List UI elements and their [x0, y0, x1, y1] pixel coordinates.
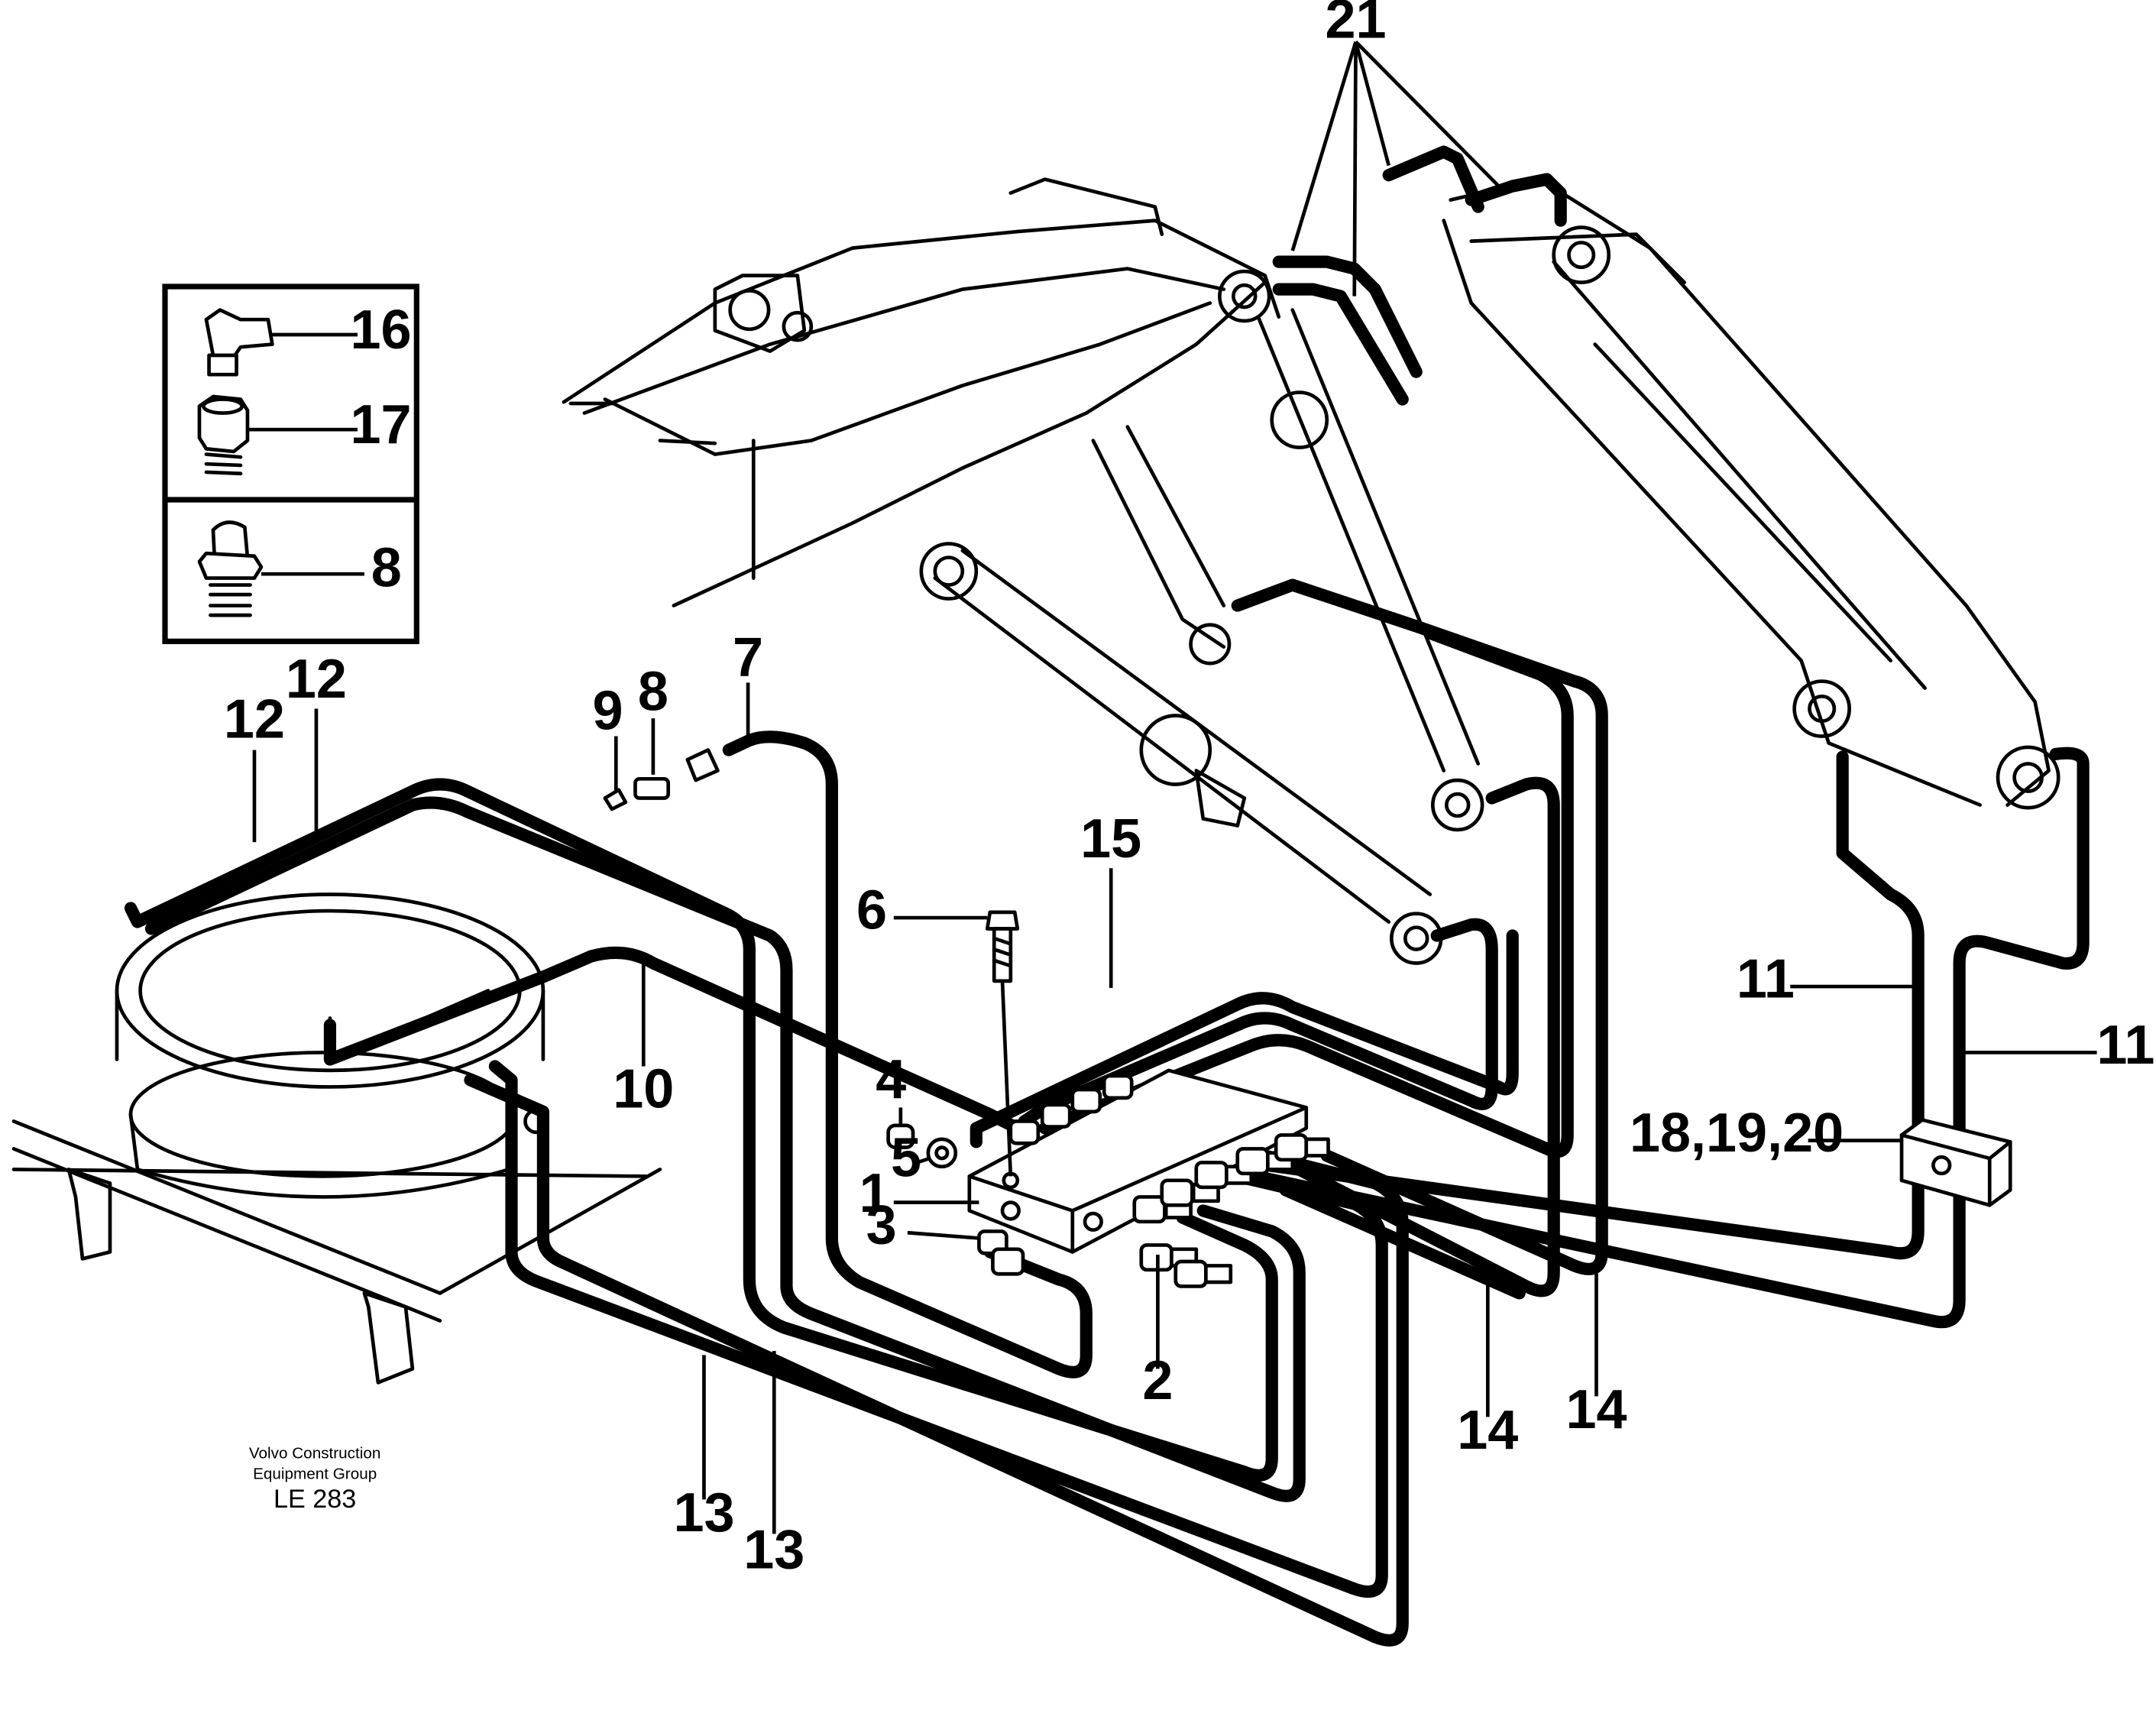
chassis-frame — [11, 1119, 662, 1385]
callout-13-left: 13 — [673, 1482, 734, 1543]
callout-11-left: 11 — [1737, 948, 1795, 1009]
leader-lines — [247, 40, 2097, 1534]
callout-5: 5 — [891, 1127, 921, 1188]
callout-8-inset: 8 — [371, 537, 402, 598]
callout-21: 21 — [1326, 0, 1387, 50]
distribution-block — [967, 1068, 1309, 1254]
callout-10: 10 — [613, 1058, 674, 1119]
mounting-bracket — [1899, 1118, 2012, 1207]
fitting-top-row — [1008, 1074, 1134, 1145]
fitting-3 — [977, 1229, 1025, 1276]
fitting-2a — [1132, 1195, 1193, 1224]
footer-line-1: Volvo Construction — [249, 1444, 381, 1462]
callout-3: 3 — [866, 1195, 897, 1256]
hose-lines — [124, 145, 2090, 1647]
footer-code: LE 283 — [274, 1485, 356, 1514]
callout-6: 6 — [856, 879, 887, 941]
washer-5 — [926, 1137, 958, 1169]
screw-6 — [985, 910, 1020, 1177]
grease-nipple-8 — [197, 520, 264, 617]
callout-16: 16 — [350, 300, 411, 361]
publisher-footer: Volvo Construction Equipment Group LE 28… — [249, 1444, 381, 1514]
fitting-9-8-7 — [603, 748, 720, 811]
callout-14-right: 14 — [1565, 1379, 1627, 1440]
callout-13-right: 13 — [743, 1519, 804, 1580]
callout-12-left: 12 — [224, 688, 285, 750]
callout-8-main: 8 — [638, 661, 668, 722]
callout-12-right: 12 — [286, 649, 347, 710]
elbow-fitting-16 — [204, 308, 274, 377]
callout-17: 17 — [350, 394, 411, 455]
callout-14-left: 14 — [1457, 1400, 1518, 1461]
fitting-2e — [1274, 1133, 1330, 1162]
callout-2: 2 — [1142, 1350, 1173, 1411]
fitting-2g — [1173, 1259, 1233, 1288]
callout-labels: 21 16 17 8 12 12 9 8 7 15 6 10 4 5 1 3 2… — [224, 0, 2155, 1580]
callout-1: 1 — [859, 1163, 890, 1224]
fitting-2b — [1160, 1178, 1220, 1207]
callout-11-right: 11 — [2096, 1015, 2154, 1076]
callout-9: 9 — [592, 681, 623, 742]
footer-line-2: Equipment Group — [253, 1465, 377, 1482]
adapter-17 — [197, 394, 250, 476]
callout-4: 4 — [876, 1049, 906, 1110]
inset-panel — [162, 283, 419, 644]
callout-18-19-20: 18,19,20 — [1630, 1103, 1844, 1164]
boom-structure — [562, 177, 2061, 965]
fittings — [603, 748, 1330, 1288]
callout-15: 15 — [1080, 808, 1141, 870]
callout-7: 7 — [733, 627, 763, 688]
